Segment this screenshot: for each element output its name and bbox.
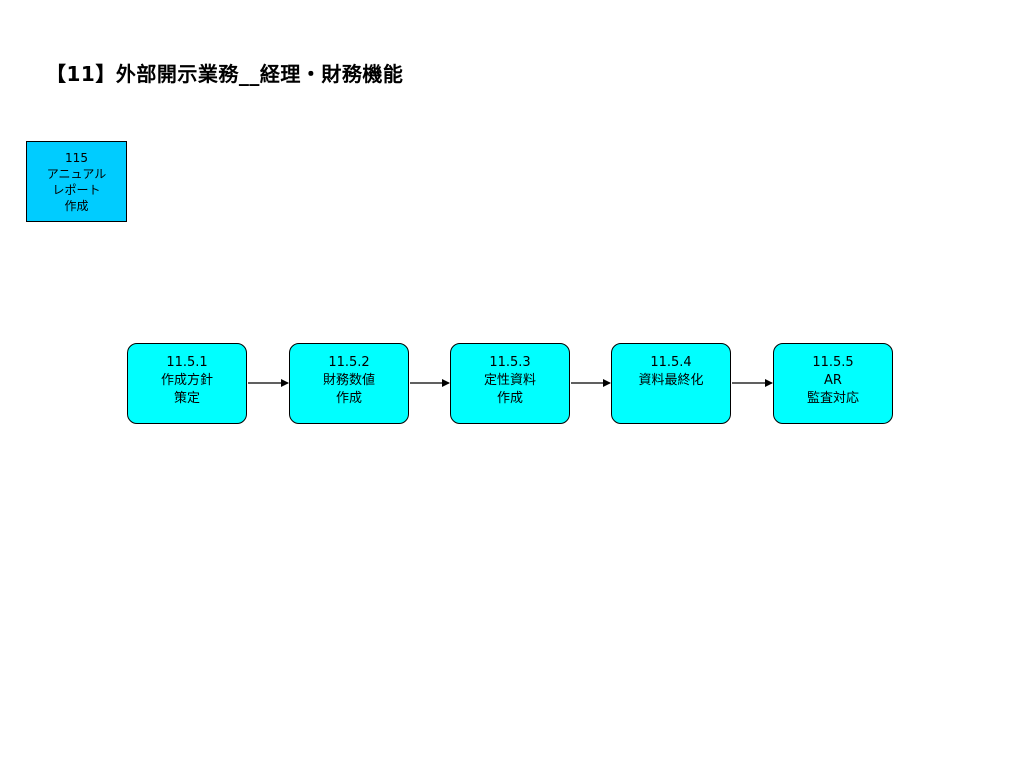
process-box-11-5-5[interactable]: 11.5.5 AR 監査対応 bbox=[773, 343, 893, 424]
process-id: 11.5.3 bbox=[489, 355, 531, 370]
process-box-11-5-1[interactable]: 11.5.1 作成方針 策定 bbox=[127, 343, 247, 424]
process-box-11-5-4[interactable]: 11.5.4 資料最終化 bbox=[611, 343, 731, 424]
process-label: 策定 bbox=[173, 391, 200, 406]
process-id: 11.5.2 bbox=[328, 355, 370, 370]
process-id: 11.5.1 bbox=[166, 355, 208, 370]
process-id: 11.5.4 bbox=[650, 355, 692, 370]
process-label: 定性資料 bbox=[483, 373, 536, 388]
process-label: AR bbox=[824, 373, 842, 388]
category-box-115[interactable]: 115 アニュアル レポート 作成 bbox=[26, 141, 127, 222]
process-label: 作成方針 bbox=[160, 373, 213, 388]
process-label: 作成 bbox=[496, 391, 523, 406]
category-line: アニュアル bbox=[46, 166, 107, 181]
category-line: 作成 bbox=[64, 198, 89, 213]
process-label: 資料最終化 bbox=[638, 373, 704, 388]
process-box-11-5-3[interactable]: 11.5.3 定性資料 作成 bbox=[450, 343, 570, 424]
page-title: 【11】外部開示業務__経理・財務機能 bbox=[46, 62, 404, 86]
category-line: レポート bbox=[52, 182, 101, 197]
process-id: 11.5.5 bbox=[812, 355, 854, 370]
process-label: 監査対応 bbox=[806, 391, 859, 406]
process-box-11-5-2[interactable]: 11.5.2 財務数値 作成 bbox=[289, 343, 409, 424]
process-label: 作成 bbox=[335, 391, 362, 406]
process-label: 財務数値 bbox=[322, 373, 375, 388]
category-line: 115 bbox=[65, 150, 88, 165]
